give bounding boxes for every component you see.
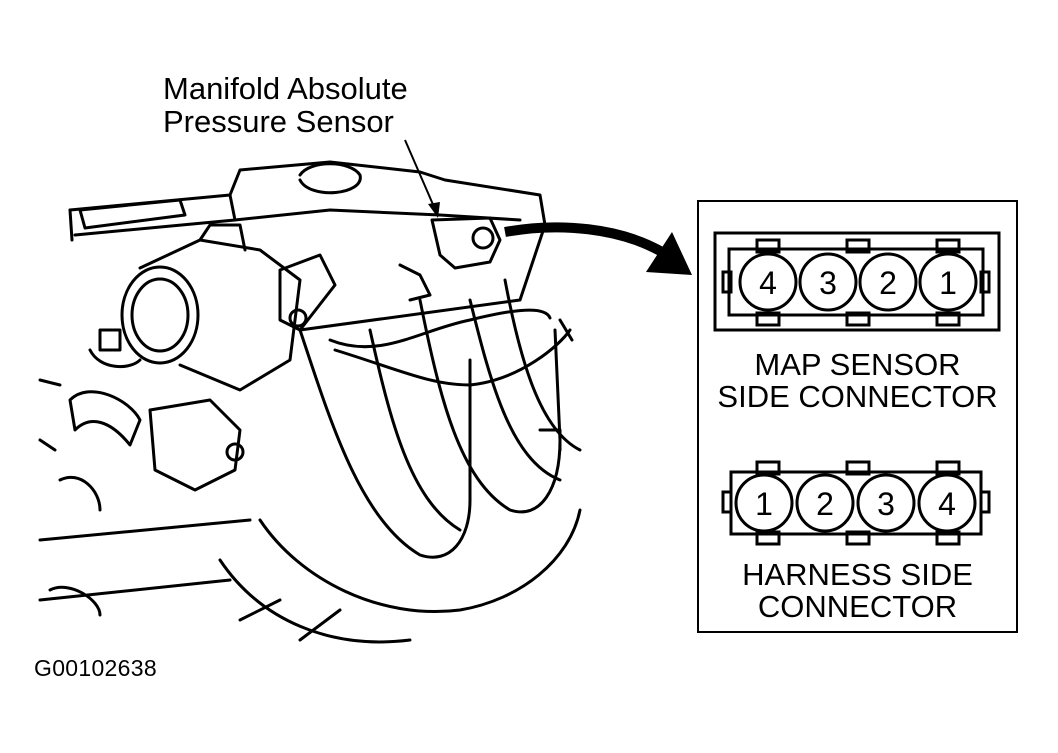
harness-pin-circle xyxy=(917,473,977,533)
map-pin-circle xyxy=(738,252,798,312)
harness-pin-label: 1 xyxy=(755,486,773,522)
map-pin-label: 2 xyxy=(879,265,897,301)
connector-drawings: 4 3 2 1 1 xyxy=(713,231,1001,546)
harness-pin-label: 3 xyxy=(877,486,895,522)
map-sensor-callout: Manifold Absolute Pressure Sensor xyxy=(163,72,408,138)
map-pin-label: 4 xyxy=(759,265,777,301)
harness-connector-caption: HARNESS SIDE CONNECTOR xyxy=(699,559,1016,623)
map-connector xyxy=(713,231,1001,332)
map-pin-circle xyxy=(798,252,858,312)
map-pin-circle xyxy=(918,252,978,312)
harness-pin-label: 2 xyxy=(816,486,834,522)
callout-line-2: Pressure Sensor xyxy=(163,104,394,139)
figure-id: G00102638 xyxy=(34,655,157,681)
pointer-arrowhead xyxy=(646,232,692,275)
map-connector-caption: MAP SENSOR SIDE CONNECTOR xyxy=(699,349,1016,413)
harness-pin-circle xyxy=(734,473,794,533)
callout-line-1: Manifold Absolute xyxy=(163,71,408,106)
harness-pin-circle xyxy=(856,473,916,533)
harness-caption-line-1: HARNESS SIDE xyxy=(742,557,973,592)
map-caption-line-2: SIDE CONNECTOR xyxy=(717,379,998,414)
harness-caption-line-2: CONNECTOR xyxy=(757,589,958,624)
harness-pin-label: 4 xyxy=(938,486,956,522)
pointer-arrow xyxy=(504,222,665,257)
connector-panel: 4 3 2 1 1 xyxy=(697,200,1018,633)
map-pin-label: 1 xyxy=(939,265,957,301)
harness-pin-circle xyxy=(795,473,855,533)
map-pin-label: 3 xyxy=(819,265,837,301)
map-caption-line-1: MAP SENSOR xyxy=(754,347,961,382)
map-pin-circle xyxy=(858,252,918,312)
harness-connector xyxy=(721,460,991,546)
